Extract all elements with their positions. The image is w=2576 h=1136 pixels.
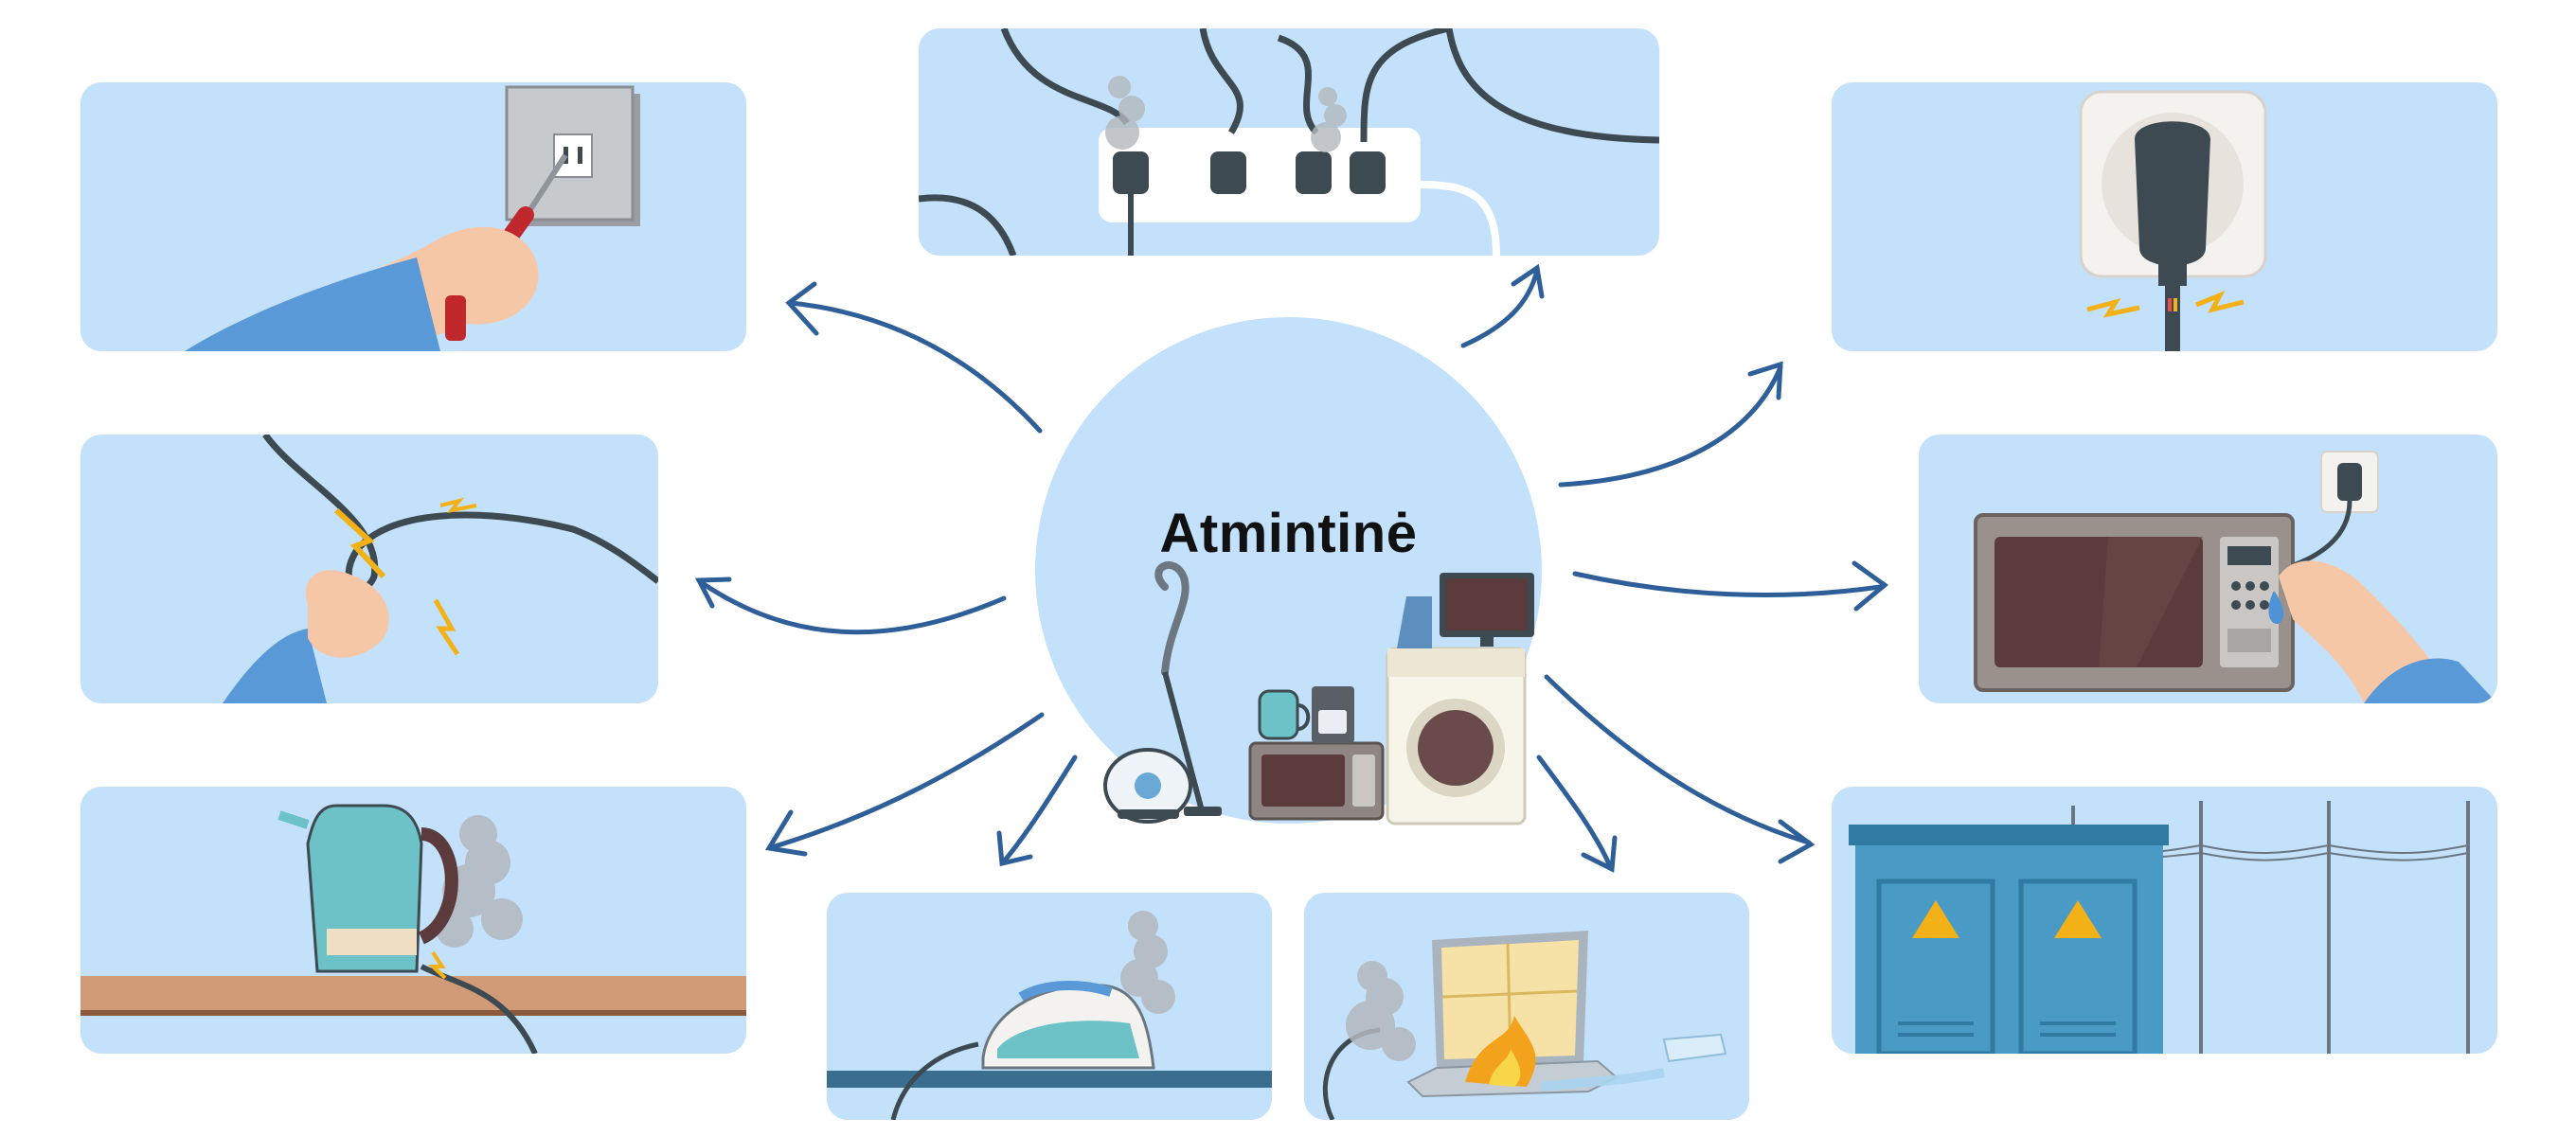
panel-spilled-laptop [1304,893,1749,1120]
wet-hand-microwave-icon [1974,451,2497,703]
washing-machine-icon [1386,647,1527,825]
panel-smoking-kettle [80,787,746,1054]
arrow-head-wire [694,577,732,609]
small-iron-icon [1397,596,1432,648]
arrow-head-iron [996,830,1033,867]
overloaded-power-strip-icon [919,28,1659,256]
panel-screwdriver-socket [80,82,746,351]
arrow-head-microwave [1852,560,1889,612]
smoking-kettle-icon [80,804,746,1054]
small-microwave-icon [1248,741,1385,821]
arrow-to-screwdriver [788,300,1043,434]
panel-substation [1832,787,2497,1054]
arrow-head-strip [1511,263,1545,299]
arrow-head-screwdriver [785,281,819,336]
arrow-to-plug [1558,364,1783,488]
panel-power-strip [919,28,1659,256]
smoking-iron-icon [827,911,1272,1120]
arrow-to-kettle [769,712,1045,850]
panel-smoking-iron [827,893,1272,1120]
vacuum-cleaner-icon [1103,560,1222,824]
tv-icon [1440,573,1534,647]
arrow-to-substation [1544,674,1812,845]
panel-broken-wire [80,435,658,703]
panel-damaged-plug [1832,82,2497,351]
screwdriver-socket-icon [185,85,640,351]
sparking-plug-icon [2079,90,2267,351]
arrow-to-strip [1460,267,1540,348]
panel-wet-hand-microwave [1919,435,2497,703]
hub-title: Atmintinė [1159,503,1418,564]
arrow-to-laptop [1536,754,1613,869]
coffee-maker-icon [1312,686,1354,743]
sparking-wire-icon [223,435,658,703]
transformer-substation-icon [1849,801,2470,1054]
arrow-to-microwave [1572,571,1883,597]
arrow-head-kettle [764,809,808,857]
arrow-head-laptop [1581,835,1618,873]
arrow-head-plug [1747,361,1783,400]
appliances-group-icon [1103,560,1534,825]
arrow-to-wire [698,579,1007,635]
arrow-to-iron [1001,754,1078,864]
small-kettle-icon [1258,689,1311,740]
arrow-head-substation [1778,819,1816,864]
spilled-laptop-fire-icon [1322,931,1727,1120]
